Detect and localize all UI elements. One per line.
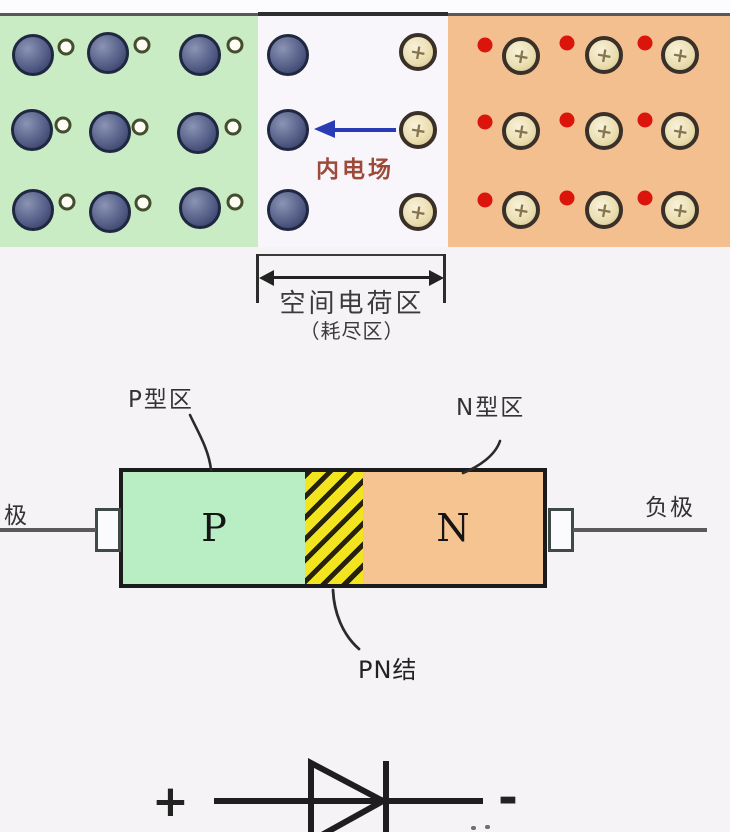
space-charge-region-label: 空间电荷区 <box>279 289 425 319</box>
internal-field-arrowhead-icon <box>314 120 335 138</box>
hole-plus-mark: + <box>593 117 615 145</box>
ion-ring-icon <box>134 194 152 212</box>
internal-field-arrow-line <box>332 128 396 132</box>
junction-bar <box>119 468 547 588</box>
bar-p-segment <box>123 472 305 584</box>
ion-ring-icon <box>224 118 242 136</box>
bracket-arrow-line <box>270 276 433 279</box>
hole-particle: + <box>399 193 437 231</box>
band-top-border-middle <box>258 12 448 16</box>
hole-plus-mark: + <box>593 196 615 224</box>
bracket-right-arrowhead-icon <box>429 270 444 286</box>
clipped-text-dot <box>485 825 490 829</box>
ion-dot-icon <box>637 190 653 206</box>
hole-particle: + <box>661 191 699 229</box>
bracket-top-line <box>257 254 446 256</box>
hole-plus-mark: + <box>669 41 691 69</box>
bar-n-segment <box>363 472 543 584</box>
bar-junction-segment <box>305 472 363 584</box>
hole-particle: + <box>585 191 623 229</box>
electron-particle <box>12 189 54 231</box>
carrier-particles-layer: + + + + + + + + + + + + <box>0 0 730 260</box>
ion-ring-icon <box>58 193 76 211</box>
hole-particle: + <box>585 36 623 74</box>
ion-dot-icon <box>637 35 653 51</box>
ion-dot-icon <box>559 35 575 51</box>
electron-particle <box>12 34 54 76</box>
p-area-callout-label: P型区 <box>128 387 194 413</box>
bracket-right-bar <box>443 254 446 303</box>
ion-ring-icon <box>133 36 151 54</box>
right-electrode-label: 负极 <box>645 495 695 521</box>
hole-plus-mark: + <box>510 117 532 145</box>
hole-plus-mark: + <box>407 38 429 66</box>
diode-minus-label: - <box>498 770 518 826</box>
bracket-left-bar <box>256 254 259 303</box>
hole-particle: + <box>661 112 699 150</box>
hole-plus-mark: + <box>669 117 691 145</box>
left-wire <box>0 528 96 532</box>
electron-particle <box>267 109 309 151</box>
electron-particle <box>87 32 129 74</box>
n-area-callout-label: N型区 <box>456 395 526 421</box>
hole-plus-mark: + <box>510 196 532 224</box>
hole-particle: + <box>661 36 699 74</box>
internal-field-label: 内电场 <box>316 157 394 183</box>
hole-plus-mark: + <box>669 196 691 224</box>
electron-particle <box>177 112 219 154</box>
right-wire <box>573 528 707 532</box>
bracket-left-arrowhead-icon <box>259 270 274 286</box>
left-terminal <box>95 508 121 552</box>
hole-particle: + <box>502 191 540 229</box>
pn-junction-callout-label: PN结 <box>358 656 418 684</box>
electron-particle <box>89 111 131 153</box>
hole-plus-mark: + <box>593 41 615 69</box>
electron-particle <box>267 189 309 231</box>
hole-plus-mark: + <box>407 198 429 226</box>
left-electrode-label: 极 <box>4 503 27 529</box>
bar-p-letter: P <box>201 506 227 550</box>
junction-label-leader-line <box>331 588 361 651</box>
hole-particle: + <box>399 33 437 71</box>
hole-particle: + <box>399 111 437 149</box>
ion-dot-icon <box>637 112 653 128</box>
electron-particle <box>179 34 221 76</box>
hole-particle: + <box>502 37 540 75</box>
ion-dot-icon <box>477 114 493 130</box>
electron-particle <box>179 187 221 229</box>
ion-ring-icon <box>226 193 244 211</box>
ion-dot-icon <box>559 190 575 206</box>
diode-plus-label: + <box>152 776 189 827</box>
bar-n-letter: N <box>436 506 470 550</box>
hole-plus-mark: + <box>510 42 532 70</box>
electron-particle <box>267 34 309 76</box>
right-terminal <box>548 508 574 552</box>
electron-particle <box>89 191 131 233</box>
clipped-text-dot <box>471 826 476 830</box>
ion-ring-icon <box>57 38 75 56</box>
depletion-region-sublabel: （耗尽区） <box>299 319 405 343</box>
ion-dot-icon <box>477 37 493 53</box>
electron-particle <box>11 109 53 151</box>
ion-ring-icon <box>226 36 244 54</box>
ion-dot-icon <box>477 192 493 208</box>
hole-plus-mark: + <box>407 116 429 144</box>
top-margin-strip <box>0 0 730 13</box>
diode-anode-triangle-icon <box>308 758 390 832</box>
p-label-leader-line <box>188 413 213 472</box>
ion-dot-icon <box>559 112 575 128</box>
ion-ring-icon <box>131 118 149 136</box>
ion-ring-icon <box>54 116 72 134</box>
hole-particle: + <box>585 112 623 150</box>
hole-particle: + <box>502 112 540 150</box>
